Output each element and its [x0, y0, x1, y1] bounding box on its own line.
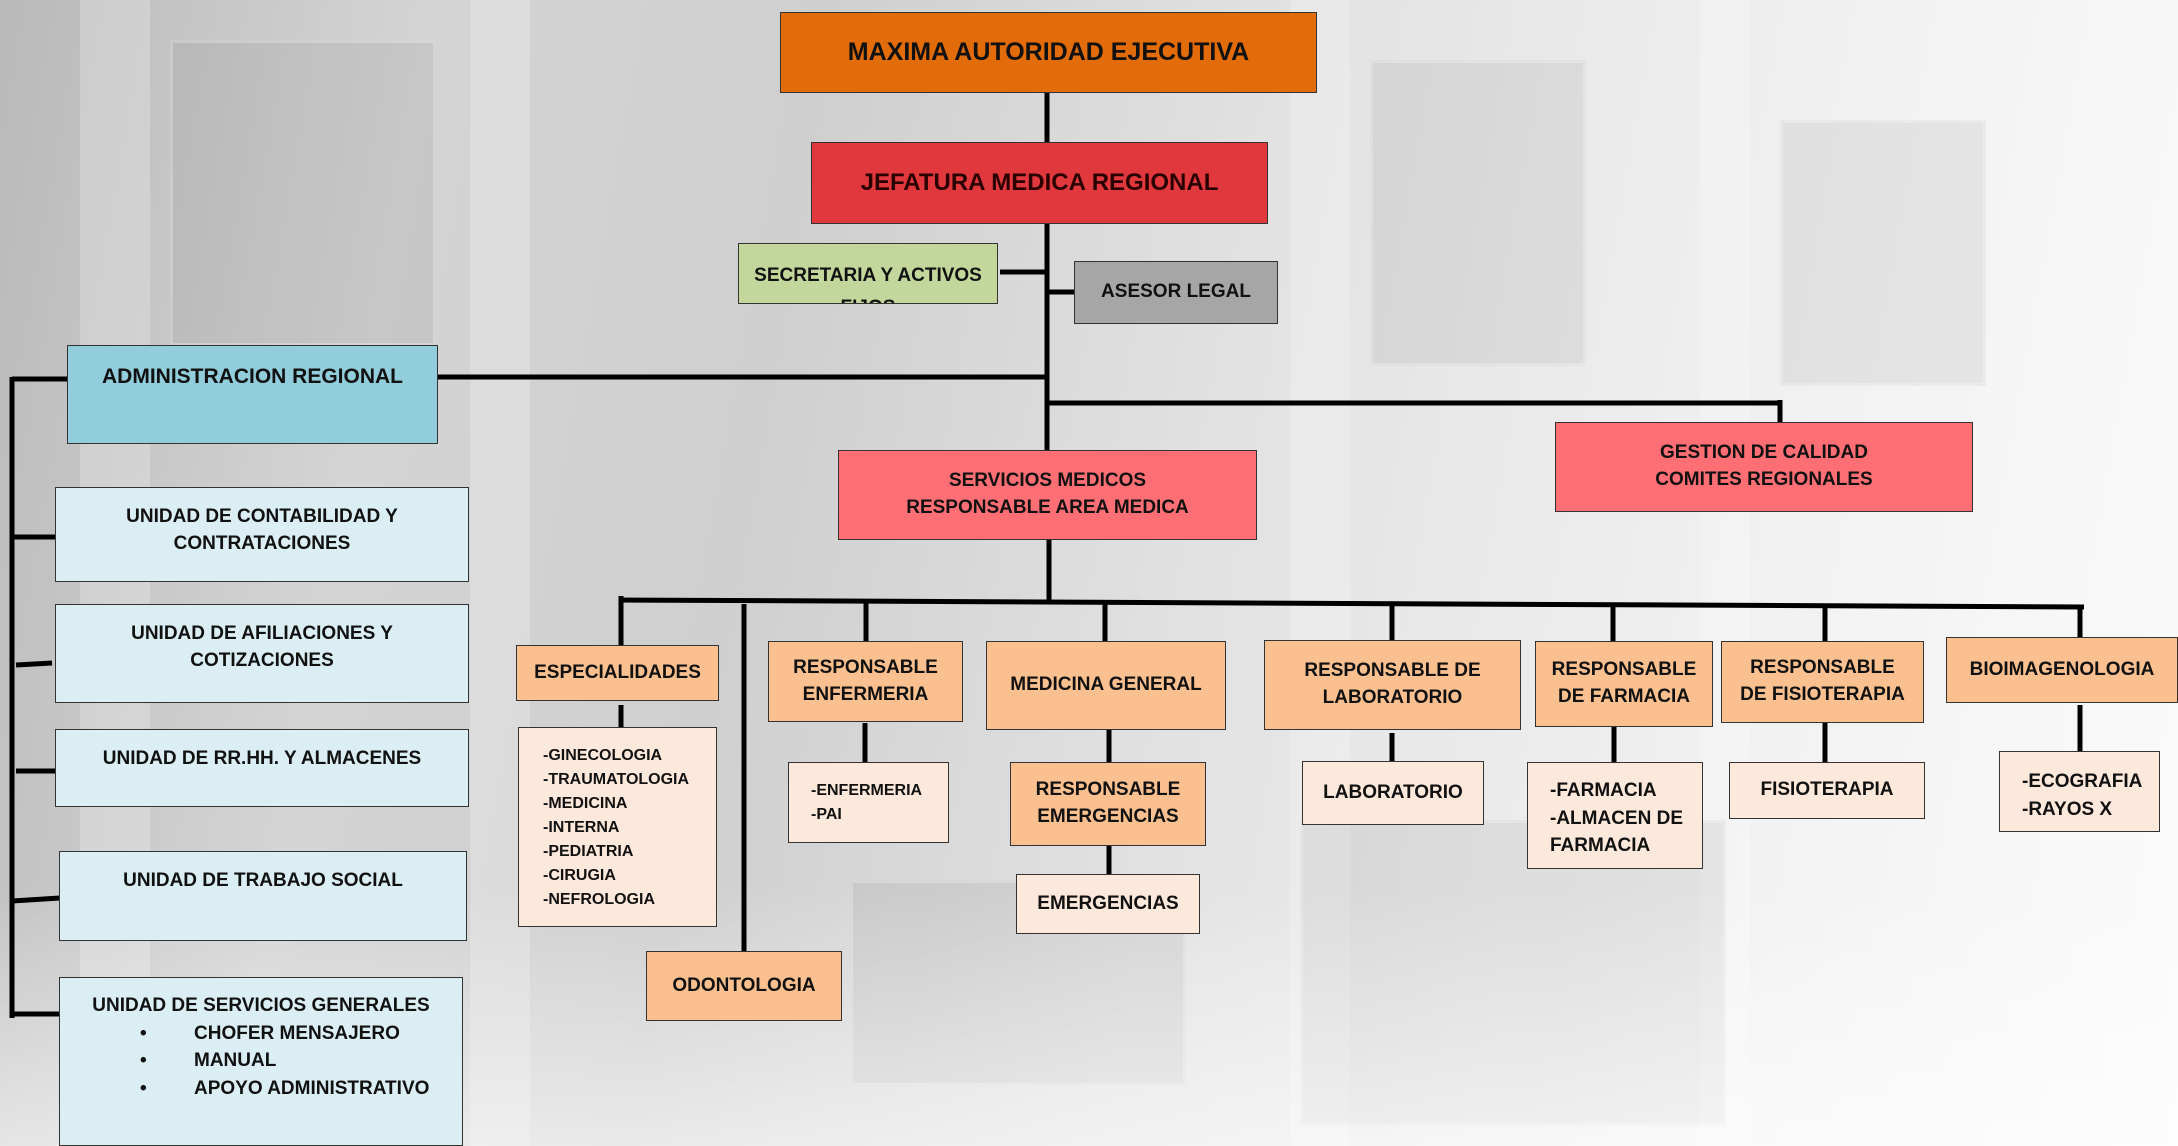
maxima-autoridad-label: MAXIMA AUTORIDAD EJECUTIVA: [847, 38, 1250, 66]
fisioterapia-label: FISIOTERAPIA: [1760, 779, 1894, 801]
medicina-general-label: MEDICINA GENERAL: [1010, 674, 1202, 696]
unidad-servicios-generales-title: UNIDAD DE SERVICIOS GENERALES: [92, 995, 430, 1016]
asesor-legal-box[interactable]: ASESOR LEGAL: [1074, 261, 1278, 324]
unidad-contabilidad-line2: CONTRATACIONES: [173, 532, 351, 554]
odontologia-box[interactable]: ODONTOLOGIA: [646, 951, 842, 1021]
especialidad-item: -GINECOLOGIA: [543, 747, 663, 764]
farmacia-list-box[interactable]: -FARMACIA -ALMACEN DE FARMACIA: [1527, 762, 1703, 869]
medicina-general-box[interactable]: MEDICINA GENERAL: [986, 641, 1226, 730]
bullet-icon: •: [140, 1077, 147, 1099]
servicios-generales-item: • CHOFER MENSAJERO: [60, 1020, 462, 1048]
jefatura-medica-box[interactable]: JEFATURA MEDICA REGIONAL: [811, 142, 1268, 224]
responsable-emergencias-line1: RESPONSABLE: [1035, 779, 1181, 801]
responsable-emergencias-box[interactable]: RESPONSABLE EMERGENCIAS: [1010, 762, 1206, 846]
responsable-enfermeria-line2: ENFERMERIA: [802, 683, 929, 705]
servicios-generales-item-label: APOYO ADMINISTRATIVO: [194, 1077, 430, 1099]
responsable-farmacia-line2: DE FARMACIA: [1558, 686, 1690, 707]
servicios-generales-item: • MANUAL: [60, 1047, 462, 1075]
bioimagenologia-item: -RAYOS X: [2022, 798, 2113, 820]
secretaria-label: SECRETARIA Y ACTIVOS FIJOS: [754, 265, 982, 303]
responsable-enfermeria-line1: RESPONSABLE: [793, 656, 938, 678]
unidad-trabajo-social-box[interactable]: UNIDAD DE TRABAJO SOCIAL: [59, 851, 467, 941]
unidad-servicios-generales-box[interactable]: UNIDAD DE SERVICIOS GENERALES • CHOFER ME…: [59, 977, 463, 1146]
especialidad-item: -PEDIATRIA: [543, 843, 634, 860]
administracion-regional-label: ADMINISTRACION REGIONAL: [102, 365, 403, 388]
unidad-afiliaciones-line2: COTIZACIONES: [190, 649, 334, 671]
especialidad-item: -MEDICINA: [543, 795, 628, 812]
laboratorio-label: LABORATORIO: [1323, 781, 1463, 803]
unidad-trabajo-social-label: UNIDAD DE TRABAJO SOCIAL: [123, 870, 403, 891]
bioimagenologia-list-box[interactable]: -ECOGRAFIA -RAYOS X: [1999, 751, 2160, 832]
especialidad-item: -NEFROLOGIA: [543, 891, 655, 908]
especialidades-list-box[interactable]: -GINECOLOGIA -TRAUMATOLOGIA -MEDICINA -I…: [518, 727, 717, 927]
unidad-afiliaciones-box[interactable]: UNIDAD DE AFILIACIONES Y COTIZACIONES: [55, 604, 469, 703]
servicios-generales-item-label: CHOFER MENSAJERO: [194, 1022, 400, 1044]
unidad-afiliaciones-line1: UNIDAD DE AFILIACIONES Y: [131, 623, 393, 644]
bullet-icon: •: [140, 1050, 147, 1072]
servicios-generales-item: • APOYO ADMINISTRATIVO: [60, 1075, 462, 1103]
especialidad-item: -TRAUMATOLOGIA: [543, 771, 690, 788]
unidad-contabilidad-line1: UNIDAD DE CONTABILIDAD Y: [126, 506, 398, 527]
servicios-medicos-line1: SERVICIOS MEDICOS: [948, 470, 1147, 492]
responsable-laboratorio-line1: RESPONSABLE DE: [1304, 660, 1481, 682]
responsable-farmacia-line1: RESPONSABLE: [1551, 659, 1697, 681]
enfermeria-list-box[interactable]: -ENFERMERIA -PAI: [788, 762, 949, 843]
responsable-emergencias-line2: EMERGENCIAS: [1037, 806, 1179, 827]
gestion-calidad-line1: GESTION DE CALIDAD: [1660, 442, 1868, 464]
unidad-rrhh-label: UNIDAD DE RR.HH. Y ALMACENES: [102, 748, 422, 769]
enfermeria-item: -ENFERMERIA: [811, 782, 923, 799]
servicios-medicos-box[interactable]: SERVICIOS MEDICOS RESPONSABLE AREA MEDIC…: [838, 450, 1257, 540]
asesor-legal-label: ASESOR LEGAL: [1101, 281, 1251, 303]
especialidades-box[interactable]: ESPECIALIDADES: [516, 645, 719, 701]
especialidad-item: -INTERNA: [543, 819, 620, 836]
gestion-calidad-box[interactable]: GESTION DE CALIDAD COMITES REGIONALES: [1555, 422, 1973, 512]
farmacia-item: -ALMACEN DE: [1550, 807, 1683, 829]
responsable-farmacia-box[interactable]: RESPONSABLE DE FARMACIA: [1535, 641, 1713, 727]
emergencias-box[interactable]: EMERGENCIAS: [1016, 874, 1200, 934]
gestion-calidad-line2: COMITES REGIONALES: [1655, 469, 1873, 490]
servicios-generales-item-label: MANUAL: [194, 1050, 277, 1072]
unidad-contabilidad-box[interactable]: UNIDAD DE CONTABILIDAD Y CONTRATACIONES: [55, 487, 469, 582]
responsable-fisioterapia-box[interactable]: RESPONSABLE DE FISIOTERAPIA: [1721, 641, 1924, 723]
responsable-fisioterapia-line2: DE FISIOTERAPIA: [1740, 684, 1905, 705]
unidad-rrhh-box[interactable]: UNIDAD DE RR.HH. Y ALMACENES: [55, 729, 469, 807]
odontologia-label: ODONTOLOGIA: [672, 974, 816, 996]
responsable-fisioterapia-line1: RESPONSABLE: [1750, 657, 1895, 679]
bioimagenologia-box[interactable]: BIOIMAGENOLOGIA: [1946, 637, 2178, 703]
servicios-medicos-line2: RESPONSABLE AREA MEDICA: [906, 497, 1189, 518]
maxima-autoridad-box[interactable]: MAXIMA AUTORIDAD EJECUTIVA: [780, 12, 1317, 93]
farmacia-item: -FARMACIA: [1550, 780, 1657, 801]
bioimagenologia-label: BIOIMAGENOLOGIA: [1969, 658, 2155, 680]
laboratorio-box[interactable]: LABORATORIO: [1302, 761, 1484, 825]
responsable-enfermeria-box[interactable]: RESPONSABLE ENFERMERIA: [768, 641, 963, 722]
secretaria-box[interactable]: SECRETARIA Y ACTIVOS FIJOS: [738, 243, 998, 304]
especialidades-label: ESPECIALIDADES: [534, 661, 701, 683]
fisioterapia-box[interactable]: FISIOTERAPIA: [1729, 762, 1925, 819]
especialidad-item: -CIRUGIA: [543, 867, 616, 884]
administracion-regional-box[interactable]: ADMINISTRACION REGIONAL: [67, 345, 438, 444]
bioimagenologia-item: -ECOGRAFIA: [2022, 771, 2143, 792]
jefatura-medica-label: JEFATURA MEDICA REGIONAL: [860, 169, 1219, 197]
responsable-laboratorio-line2: LABORATORIO: [1322, 687, 1463, 708]
responsable-laboratorio-box[interactable]: RESPONSABLE DE LABORATORIO: [1264, 640, 1521, 730]
bullet-icon: •: [140, 1022, 147, 1044]
farmacia-item: FARMACIA: [1550, 835, 1651, 857]
emergencias-label: EMERGENCIAS: [1037, 892, 1179, 914]
enfermeria-item: -PAI: [811, 806, 842, 823]
